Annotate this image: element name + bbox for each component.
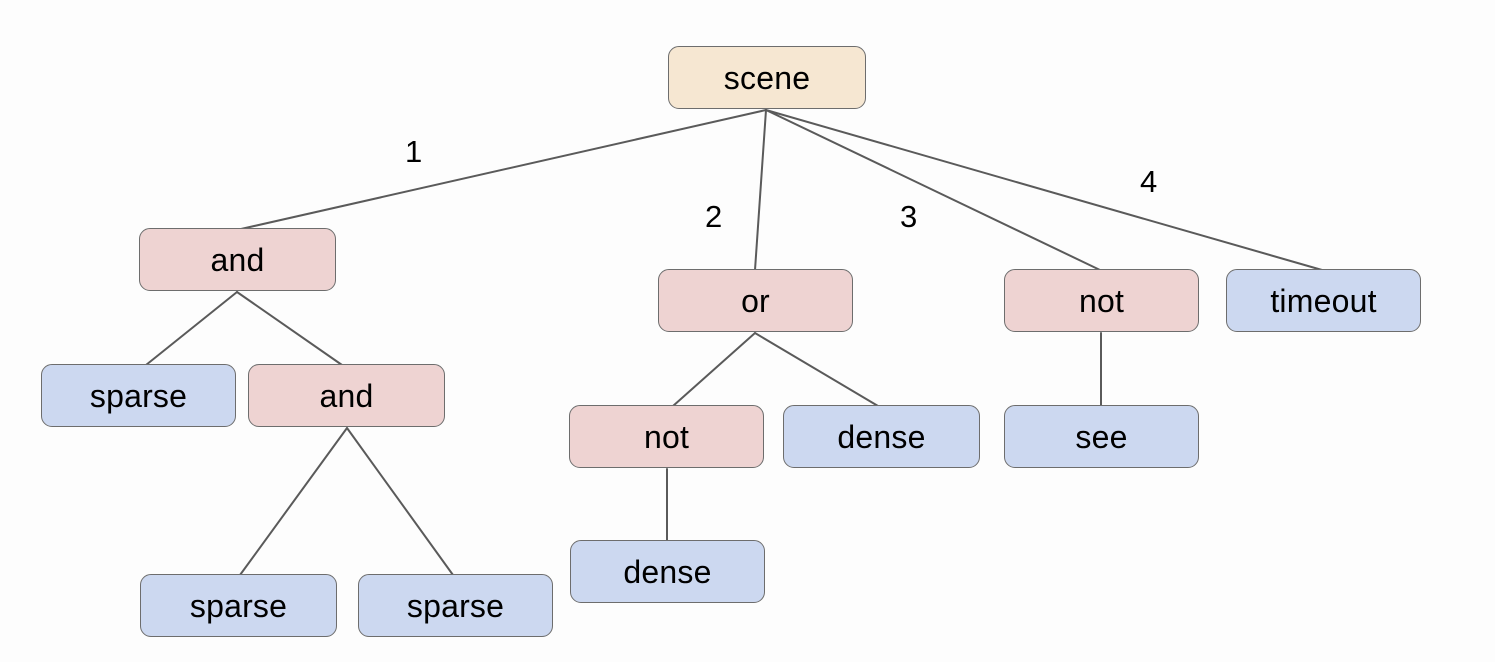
tree-node-scene[interactable]: scene bbox=[668, 46, 866, 109]
tree-edge bbox=[346, 427, 454, 576]
tree-edge bbox=[240, 109, 767, 230]
tree-node-see[interactable]: see bbox=[1004, 405, 1199, 468]
tree-node-not_r[interactable]: not bbox=[1004, 269, 1199, 332]
tree-node-timeout[interactable]: timeout bbox=[1226, 269, 1421, 332]
tree-edge bbox=[754, 332, 879, 407]
edge-label-2: 2 bbox=[705, 199, 723, 234]
tree-node-sparse1[interactable]: sparse bbox=[41, 364, 236, 427]
edge-label-4: 4 bbox=[1140, 164, 1158, 199]
tree-node-not_m[interactable]: not bbox=[569, 405, 764, 468]
tree-edge bbox=[672, 332, 756, 407]
edge-label-3: 3 bbox=[900, 199, 918, 234]
tree-edge bbox=[239, 427, 348, 576]
tree-edge bbox=[754, 109, 767, 271]
tree-node-and2[interactable]: and bbox=[248, 364, 445, 427]
tree-node-and1[interactable]: and bbox=[139, 228, 336, 291]
tree-node-or1[interactable]: or bbox=[658, 269, 853, 332]
tree-edge bbox=[236, 291, 343, 366]
edge-label-1: 1 bbox=[405, 134, 423, 169]
tree-node-dense1[interactable]: dense bbox=[783, 405, 980, 468]
tree-node-sparse3[interactable]: sparse bbox=[358, 574, 553, 637]
tree-edge bbox=[145, 291, 238, 366]
tree-node-dense2[interactable]: dense bbox=[570, 540, 765, 603]
tree-edge bbox=[765, 109, 1101, 271]
tree-node-sparse2[interactable]: sparse bbox=[140, 574, 337, 637]
tree-edge bbox=[765, 109, 1323, 271]
